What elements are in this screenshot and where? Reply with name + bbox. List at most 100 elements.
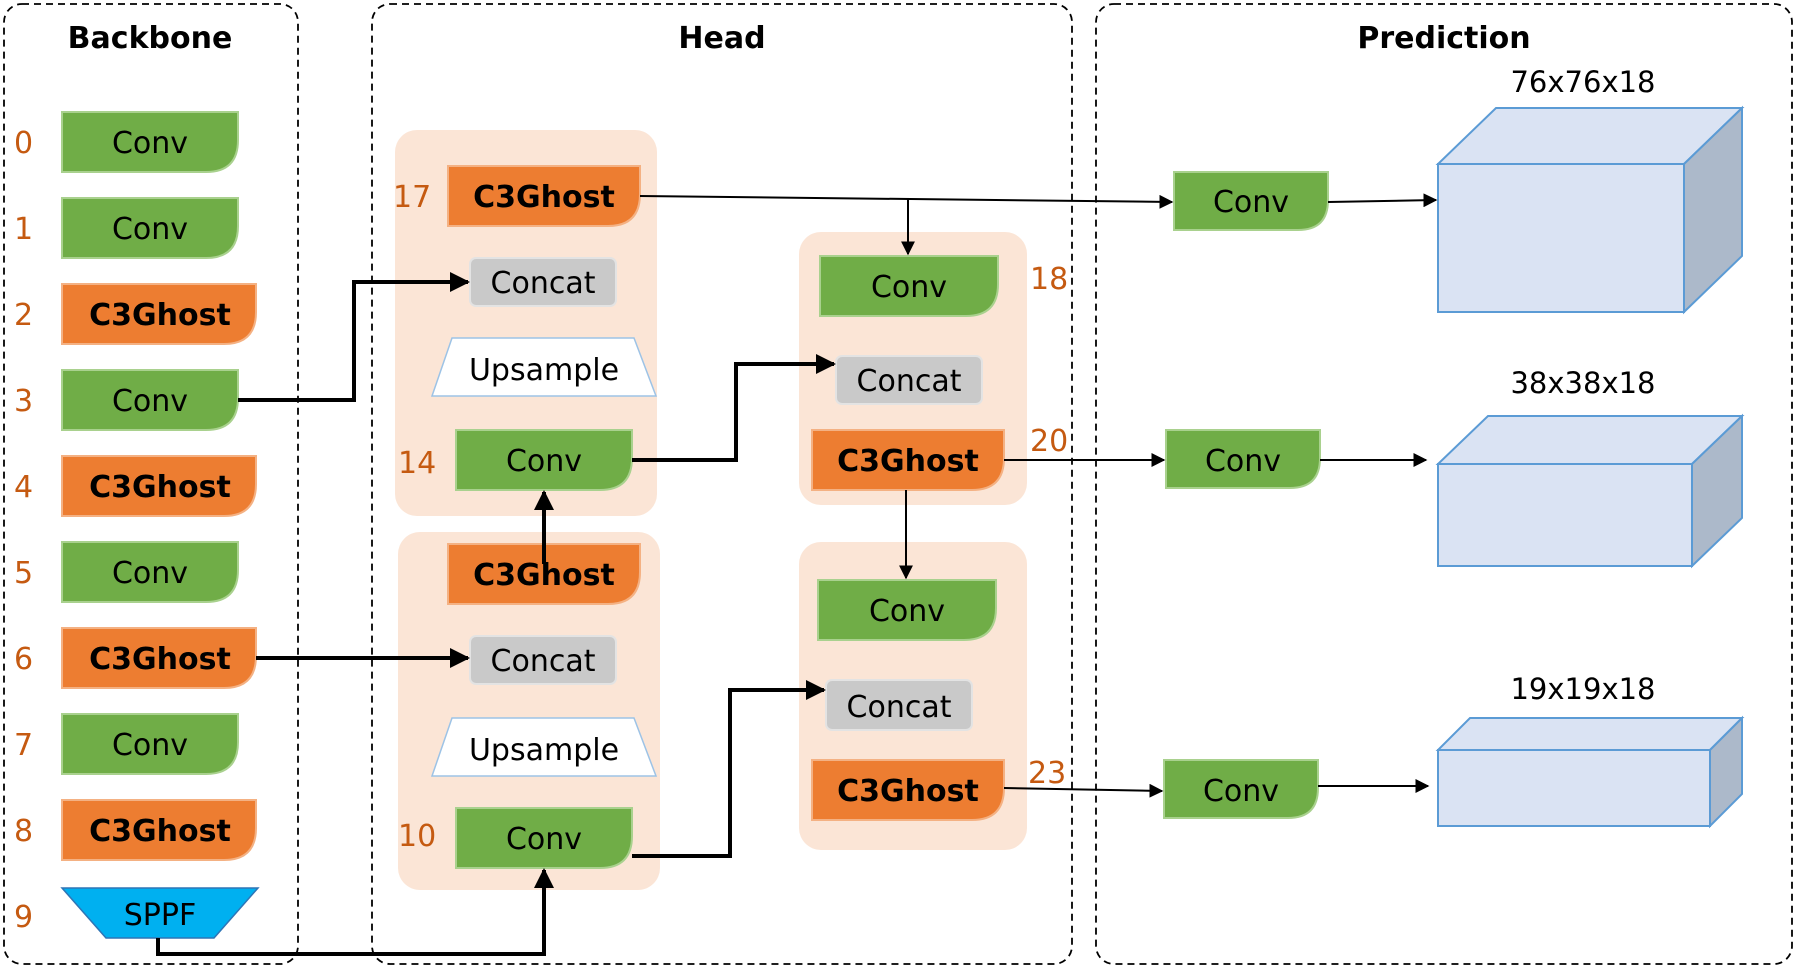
block-label: Conv [112, 126, 188, 161]
block-label: Conv [112, 384, 188, 419]
connectors [156, 193, 1438, 956]
cube-top-face [1435, 415, 1745, 465]
head-bottom-group [398, 532, 660, 890]
block-label: Upsample [469, 733, 619, 768]
backbone-layer-8: 8 C3Ghost [14, 799, 257, 861]
prediction-output-medium: Conv 38x38x18 [1165, 366, 1745, 569]
backbone-title: Backbone [68, 21, 233, 56]
block-label: Conv [506, 444, 582, 479]
block-label: Conv [1203, 774, 1279, 809]
layer-index: 4 [14, 470, 33, 505]
block-label: C3Ghost [89, 642, 231, 677]
conv-block [817, 579, 997, 641]
block-label: C3Ghost [89, 470, 231, 505]
backbone-layer-7: 7 Conv [14, 713, 239, 775]
backbone-layer-0: 0 Conv [14, 111, 239, 173]
arrow-layer3-to-concat [238, 272, 470, 402]
head-bottom-group-blocks: C3Ghost Concat Upsample 10 Conv [398, 543, 658, 869]
backbone-panel [3, 3, 299, 965]
block-label: Concat [857, 364, 962, 399]
block-label: C3Ghost [89, 298, 231, 333]
prediction-title: Prediction [1357, 21, 1530, 56]
block-label: Upsample [469, 353, 619, 388]
layer-index-10: 10 [398, 819, 436, 854]
block-label: Conv [1205, 444, 1281, 479]
conv-block [61, 369, 239, 431]
concat-block [835, 355, 983, 405]
conv-block-18 [819, 255, 999, 317]
arrow-pred-to-cube-large [1327, 193, 1438, 208]
c3ghost-block-17 [447, 165, 641, 227]
concat-block [825, 679, 973, 731]
output-cube [1437, 749, 1711, 827]
conv-block [1165, 429, 1321, 489]
layer-index-20: 20 [1030, 424, 1068, 459]
c3ghost-block [61, 455, 257, 517]
conv-block-10 [455, 807, 633, 869]
backbone-layer-4: 4 C3Ghost [14, 455, 257, 517]
prediction-output-small: Conv 19x19x18 [1163, 672, 1745, 829]
conv-block [61, 713, 239, 775]
output-cube [1437, 163, 1685, 313]
block-label: C3Ghost [837, 444, 979, 479]
head-right-bottom-group-blocks: Conv Concat C3Ghost 23 [811, 579, 1066, 821]
layer-index-23: 23 [1028, 756, 1066, 791]
head-panel [371, 3, 1073, 965]
block-label: Conv [112, 728, 188, 763]
block-label: Concat [847, 690, 952, 725]
conv-block [61, 541, 239, 603]
output-cube [1437, 463, 1693, 567]
conv-block [61, 111, 239, 173]
block-label: Conv [506, 822, 582, 857]
prediction-output-large: Conv 76x76x18 [1173, 65, 1745, 315]
layer-index: 3 [14, 384, 33, 419]
c3ghost-block [61, 283, 257, 345]
conv-block [1173, 171, 1329, 231]
layer-index: 1 [14, 212, 33, 247]
layer-index: 6 [14, 642, 33, 677]
arrow-conv10-to-concat [632, 680, 826, 858]
block-label: Conv [112, 212, 188, 247]
upsample-block [430, 717, 658, 777]
output-dims: 76x76x18 [1510, 65, 1655, 99]
conv-block [61, 197, 239, 259]
concat-block [469, 257, 617, 307]
arrow-conv14-to-concat [632, 354, 836, 462]
c3ghost-block-20 [811, 429, 1005, 491]
backbone-layer-1: 1 Conv [14, 197, 239, 259]
layer-index-18: 18 [1030, 262, 1068, 297]
block-label: Conv [112, 556, 188, 591]
backbone-layer-9: 9 SPPF [14, 887, 260, 939]
c3ghost-block [61, 799, 257, 861]
c3ghost-block [447, 543, 641, 605]
arrow-sppf-to-conv10 [156, 868, 554, 956]
c3ghost-block [61, 627, 257, 689]
sppf-block [60, 887, 260, 939]
prediction-panel [1095, 3, 1793, 965]
block-label: C3Ghost [473, 180, 615, 215]
conv-block [1163, 759, 1319, 819]
backbone-layer-3: 3 Conv [14, 369, 239, 431]
head-top-group-blocks: 17 C3Ghost Concat Upsample 14 Conv [393, 165, 658, 491]
prediction-outputs: Conv 76x76x18 Conv 38x38x18 Conv 19x19x1… [1163, 65, 1745, 829]
block-label: Concat [491, 644, 596, 679]
block-label: SPPF [124, 898, 196, 933]
layer-index-14: 14 [398, 446, 436, 481]
arrow-c3ghost17-to-pred [639, 194, 1174, 209]
output-dims: 19x19x18 [1510, 672, 1655, 706]
block-label: C3Ghost [837, 774, 979, 809]
upsample-block [430, 337, 658, 397]
output-dims: 38x38x18 [1510, 366, 1655, 400]
backbone-layers: 0 Conv 1 Conv 2 C3Ghost 3 Conv 4 C3Ghost… [14, 111, 260, 939]
block-label: Conv [1213, 185, 1289, 220]
layer-index: 7 [14, 728, 33, 763]
cube-top-face [1435, 717, 1745, 751]
layer-index: 2 [14, 298, 33, 333]
head-title: Head [678, 21, 765, 56]
backbone-layer-5: 5 Conv [14, 541, 239, 603]
block-label: C3Ghost [89, 814, 231, 849]
layer-index: 5 [14, 556, 33, 591]
arrow-c3ghost23-to-pred [1003, 783, 1164, 798]
layer-index: 0 [14, 126, 33, 161]
layer-index: 8 [14, 814, 33, 849]
